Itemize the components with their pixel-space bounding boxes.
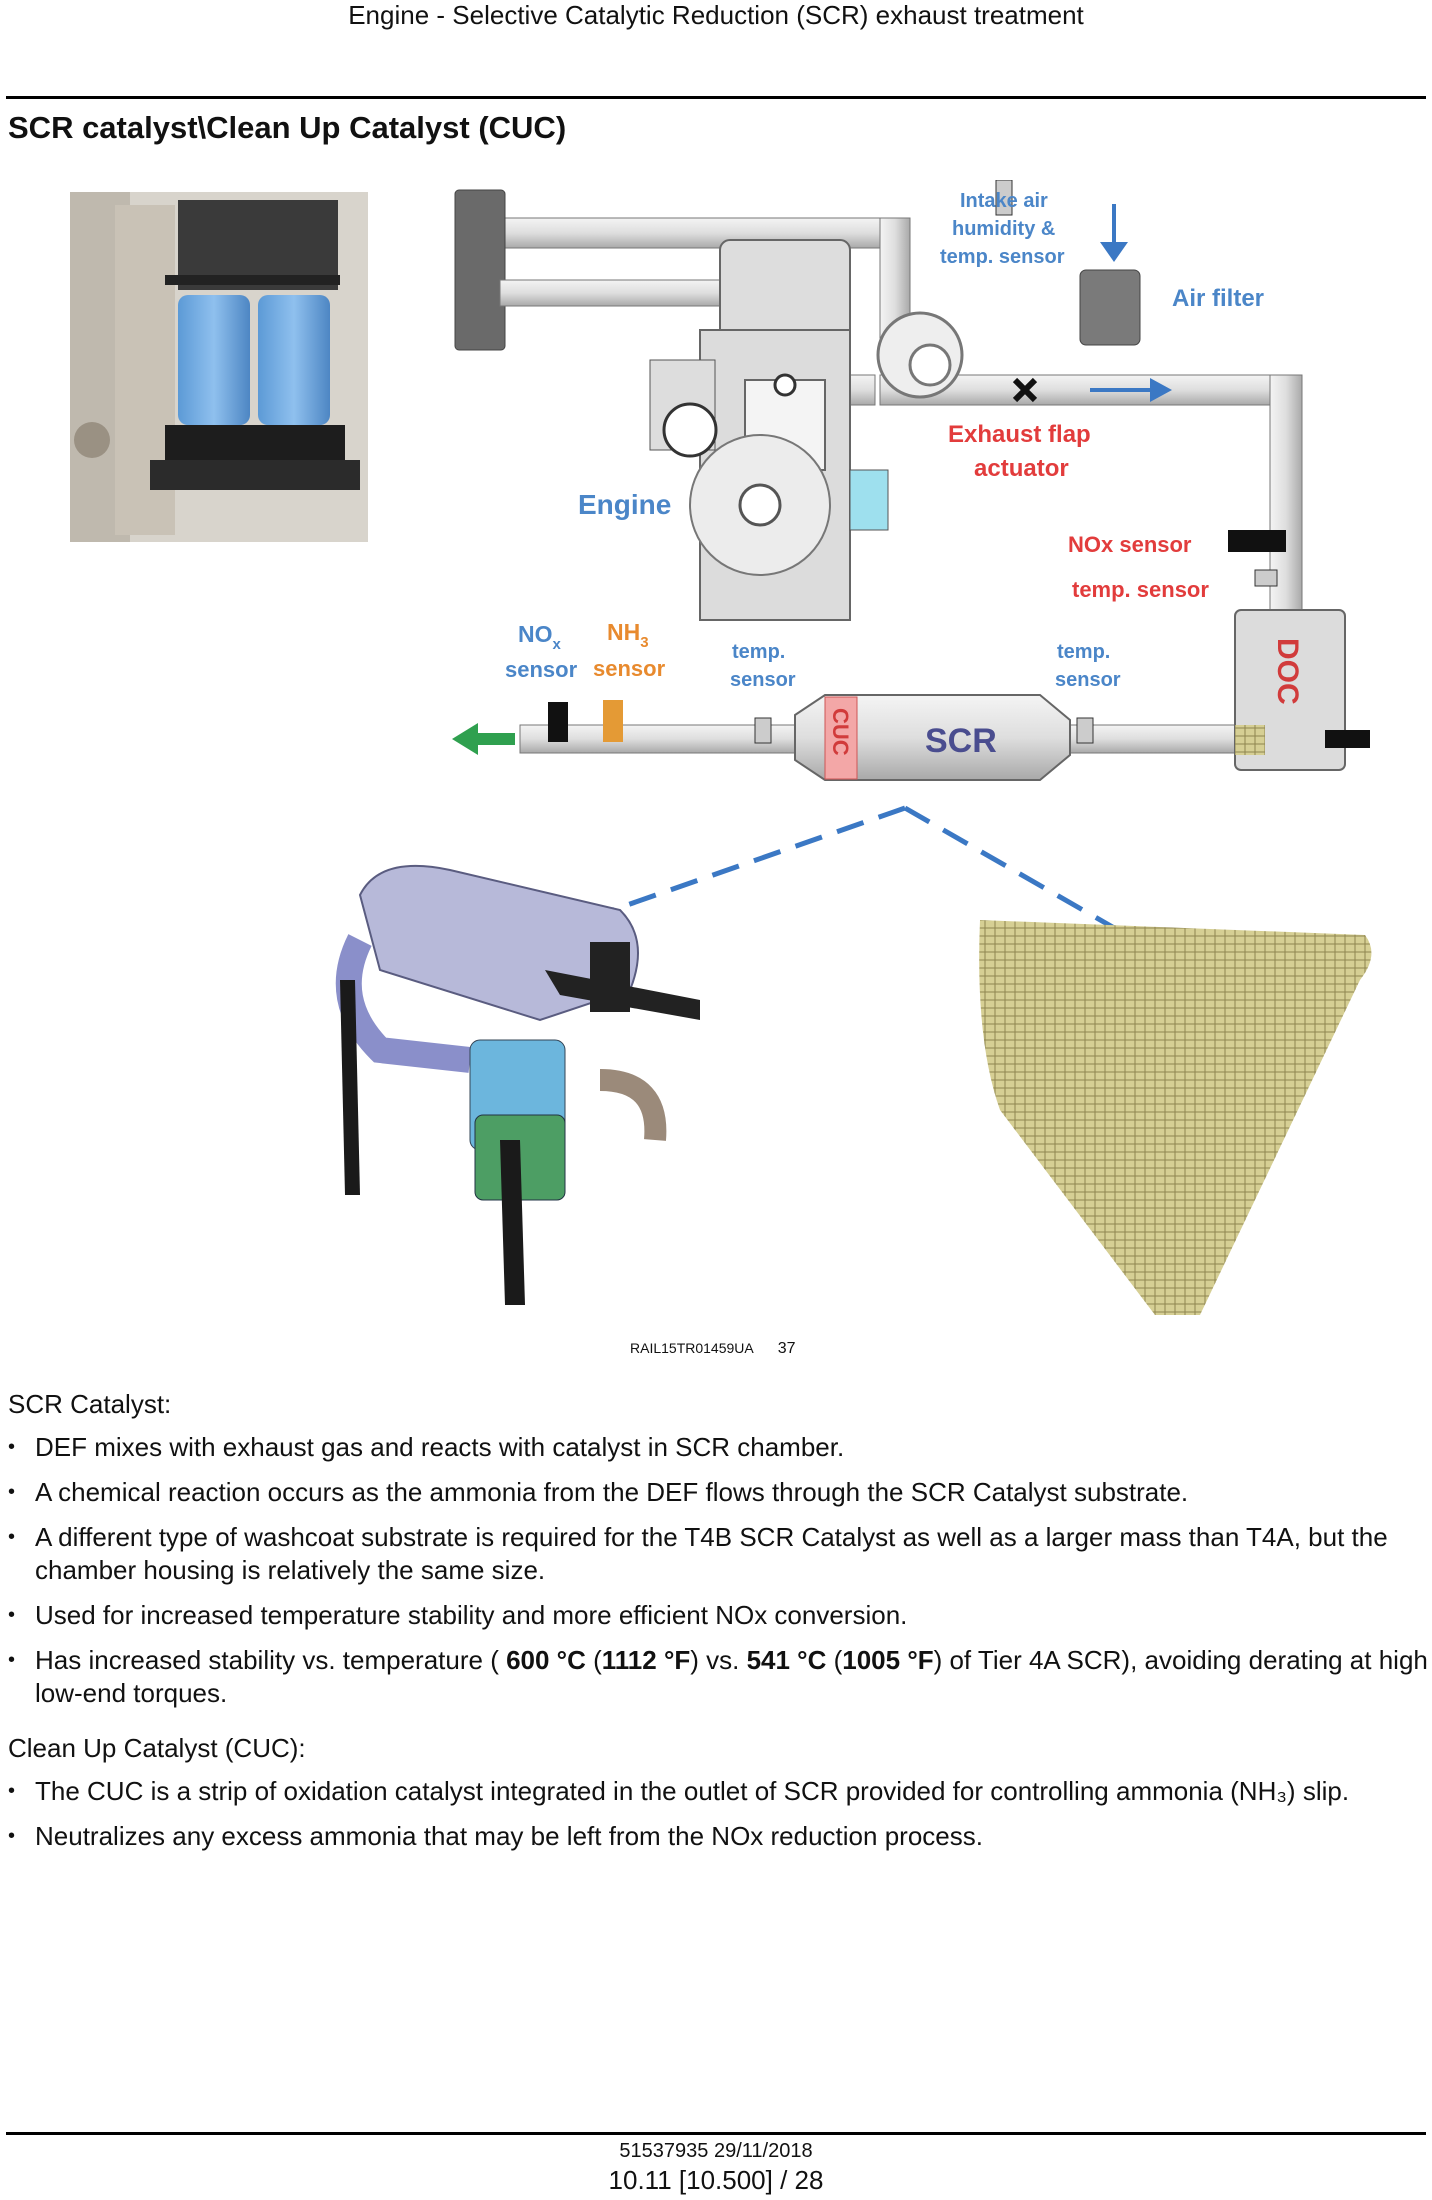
callout-line-right [903, 805, 1172, 963]
label-temp-sensor-right: temp. sensor [1072, 577, 1209, 602]
label-intake-2: humidity & [952, 218, 1055, 240]
header-rule [6, 96, 1426, 99]
label-doc: DOC [1271, 638, 1304, 705]
temp-sensor-2-icon [1076, 717, 1094, 744]
nox-sensor-right-icon [1228, 530, 1286, 552]
substrate-photo [979, 920, 1372, 1315]
body-content: SCR Catalyst: DEF mixes with exhaust gas… [8, 1388, 1428, 1875]
temp-sensor-right-icon [1254, 569, 1278, 587]
label-exhaust-flap-1: Exhaust flap [948, 421, 1091, 448]
callout-line-left [589, 805, 906, 921]
label-intake-1: Intake air [960, 190, 1048, 212]
figure-caption: RAIL15TR01459UA 37 [630, 1340, 796, 1358]
footer-doc-id: 51537935 29/11/2018 [619, 2140, 813, 2162]
label-cuc: CUC [828, 708, 853, 756]
footer-rule [6, 2132, 1426, 2135]
label-air-filter: Air filter [1172, 285, 1264, 312]
catalyst-photo [70, 192, 368, 542]
label-temp-2a: temp. [1057, 641, 1110, 663]
exhaust-exit-arrow-icon [452, 723, 515, 755]
air-filter-icon [1079, 269, 1141, 346]
label-nh3: NH3 [607, 619, 649, 651]
doc-canister [1234, 609, 1370, 771]
scr-canister [794, 694, 1071, 781]
scr-bullet-list: DEF mixes with exhaust gas and reacts wi… [8, 1431, 1428, 1710]
list-item: A chemical reaction occurs as the ammoni… [8, 1476, 1428, 1509]
list-item-temperature: Has increased stability vs. temperature … [8, 1644, 1428, 1710]
page-header: Engine - Selective Catalytic Reduction (… [348, 0, 1084, 30]
list-item: Used for increased temperature stability… [8, 1599, 1428, 1632]
list-item: Neutralizes any excess ammonia that may … [8, 1820, 1428, 1853]
label-engine: Engine [578, 489, 671, 520]
label-scr: SCR [925, 722, 997, 760]
caption-code: RAIL15TR01459UA [630, 1340, 754, 1356]
nox-sensor-left-icon [548, 702, 568, 742]
section-title: SCR catalyst\Clean Up Catalyst (CUC) [8, 110, 567, 145]
label-sensor-left-1: sensor [505, 657, 578, 682]
intake-sensor-icon [995, 180, 1013, 216]
label-sensor-left-2: sensor [593, 656, 666, 681]
scr-heading: SCR Catalyst: [8, 1389, 172, 1419]
exhaust-flow-arrow-icon [1090, 378, 1172, 402]
caption-number: 37 [777, 1340, 796, 1357]
label-nox-left: NOx [518, 621, 562, 653]
exhaust-pipes [454, 189, 1303, 754]
scr-assembly-render [335, 864, 700, 1305]
label-temp-2b: sensor [1055, 669, 1121, 691]
cuc-bullet-list: The CUC is a strip of oxidation catalyst… [8, 1775, 1428, 1853]
nh3-sensor-icon [603, 700, 623, 742]
label-temp-1a: temp. [732, 641, 785, 663]
label-nox-sensor-right: NOx sensor [1068, 532, 1192, 557]
cuc-heading: Clean Up Catalyst (CUC): [8, 1733, 306, 1763]
label-temp-1b: sensor [730, 669, 796, 691]
label-exhaust-flap-2: actuator [974, 455, 1069, 482]
list-item: The CUC is a strip of oxidation catalyst… [8, 1775, 1428, 1808]
list-item: A different type of washcoat substrate i… [8, 1521, 1428, 1587]
label-intake-3: temp. sensor [940, 246, 1065, 268]
intake-arrow-icon [1100, 204, 1128, 262]
temp-sensor-1-icon [754, 717, 772, 744]
exhaust-flap-icon [1012, 377, 1038, 403]
footer-page-number: 10.11 [10.500] / 28 [608, 2165, 824, 2195]
engine-block [649, 239, 964, 621]
scr-system-figure: Intake air humidity & temp. sensor Air f… [70, 180, 1372, 1315]
list-item: DEF mixes with exhaust gas and reacts wi… [8, 1431, 1428, 1464]
